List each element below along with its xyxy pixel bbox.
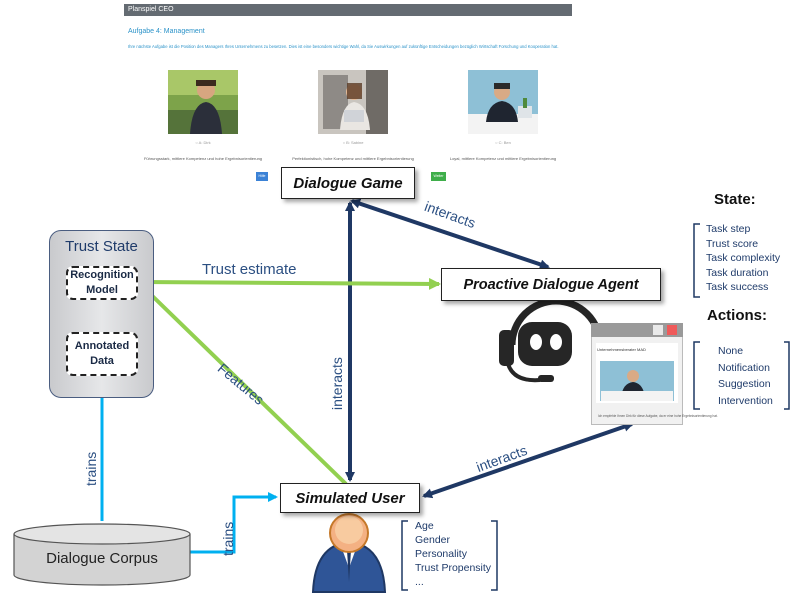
user-attribute: Gender (415, 534, 451, 546)
candidate-desc-c: Loyal, mittlere Kompetenz und mittlere E… (449, 156, 557, 161)
recognition-model-line2: Model (86, 284, 118, 296)
candidate-photo-b (318, 70, 388, 134)
game-task-title: Aufgabe 4: Management (128, 28, 205, 35)
candidate-caption-c[interactable]: ○ C: Ben (495, 140, 511, 145)
action-item: Suggestion (718, 378, 771, 390)
game-header: Planspiel CEO (124, 4, 572, 16)
dialogue-game-node: Dialogue Game (281, 167, 415, 199)
trust-state-title: Trust State (65, 238, 138, 255)
annotated-data-line2: Data (90, 355, 114, 367)
state-item: Task complexity (706, 252, 781, 264)
state-bracket-left (693, 223, 700, 298)
action-item: Notification (718, 361, 770, 374)
recognition-model-line1: Recognition (70, 269, 134, 281)
actions-list: None Notification Suggestion Interventio… (718, 343, 773, 409)
candidate-photo-a (168, 70, 238, 134)
dialogue-corpus-cylinder (13, 523, 191, 586)
action-item: None (718, 345, 744, 357)
trains-bottom-label: trains (220, 521, 236, 556)
actions-bracket-right (784, 341, 790, 410)
robot-agent-icon (499, 297, 604, 383)
candidate-desc-a: Führungsstark, mittlere Kompetenz und ho… (143, 156, 263, 161)
annotated-data-line1: Annotated (74, 340, 130, 352)
candidate-caption-b[interactable]: ○ B: Sabine (342, 140, 364, 145)
state-list: Task step Trust score Task complexity Ta… (706, 222, 780, 295)
edge-trains-bottom (190, 492, 278, 554)
game-description: Ihre nächste Aufgabe ist die Position de… (128, 44, 559, 49)
state-item: Task step (706, 223, 751, 235)
state-title: State: (714, 191, 756, 208)
state-item: Task duration (706, 266, 769, 279)
state-item: Trust score (706, 237, 759, 250)
agent-screenshot-caption: Ich empfehle Ihnen Dirk für diese Aufgab… (598, 414, 718, 418)
user-attribute: Trust Propensity (415, 562, 492, 574)
agent-screenshot-title: Unternehmensberater MAD (597, 347, 646, 352)
user-bracket-right (491, 520, 498, 591)
edge-trust-estimate (139, 277, 441, 290)
next-button[interactable]: Weiter (431, 172, 446, 181)
simulated-user-node: Simulated User (280, 483, 420, 513)
help-button[interactable]: Hilfe (256, 172, 268, 181)
interacts-vertical-label: interacts (329, 357, 345, 410)
candidate-desc-b: Perfektionistisch, hohe Kompetenz und mi… (292, 156, 414, 161)
user-attribute-list: Age Gender Personality Trust Propensity … (415, 519, 491, 589)
recognition-model-node: Recognition Model (66, 266, 138, 300)
edge-features (138, 282, 348, 486)
user-bracket-left (401, 520, 408, 591)
candidate-caption-a[interactable]: ○ A: Dirk (195, 140, 211, 145)
trains-left-label: trains (83, 451, 99, 486)
actions-title: Actions: (707, 307, 767, 324)
action-item: Intervention (718, 394, 773, 407)
user-attribute: Personality (415, 548, 467, 560)
agent-screenshot (591, 323, 683, 425)
user-attribute: Age (415, 520, 434, 532)
user-avatar-icon (311, 513, 387, 593)
user-attribute: ... (415, 576, 424, 588)
candidate-photo-c (468, 70, 538, 134)
annotated-data-node: Annotated Data (66, 332, 138, 376)
actions-bracket-left (693, 341, 700, 410)
dialogue-corpus-label: Dialogue Corpus (46, 550, 158, 567)
edge-game-agent (350, 198, 550, 270)
proactive-dialogue-agent-node: Proactive Dialogue Agent (441, 268, 661, 301)
trust-estimate-label: Trust estimate (202, 261, 297, 278)
edge-user-agent (422, 421, 634, 499)
state-item: Task success (706, 281, 769, 293)
